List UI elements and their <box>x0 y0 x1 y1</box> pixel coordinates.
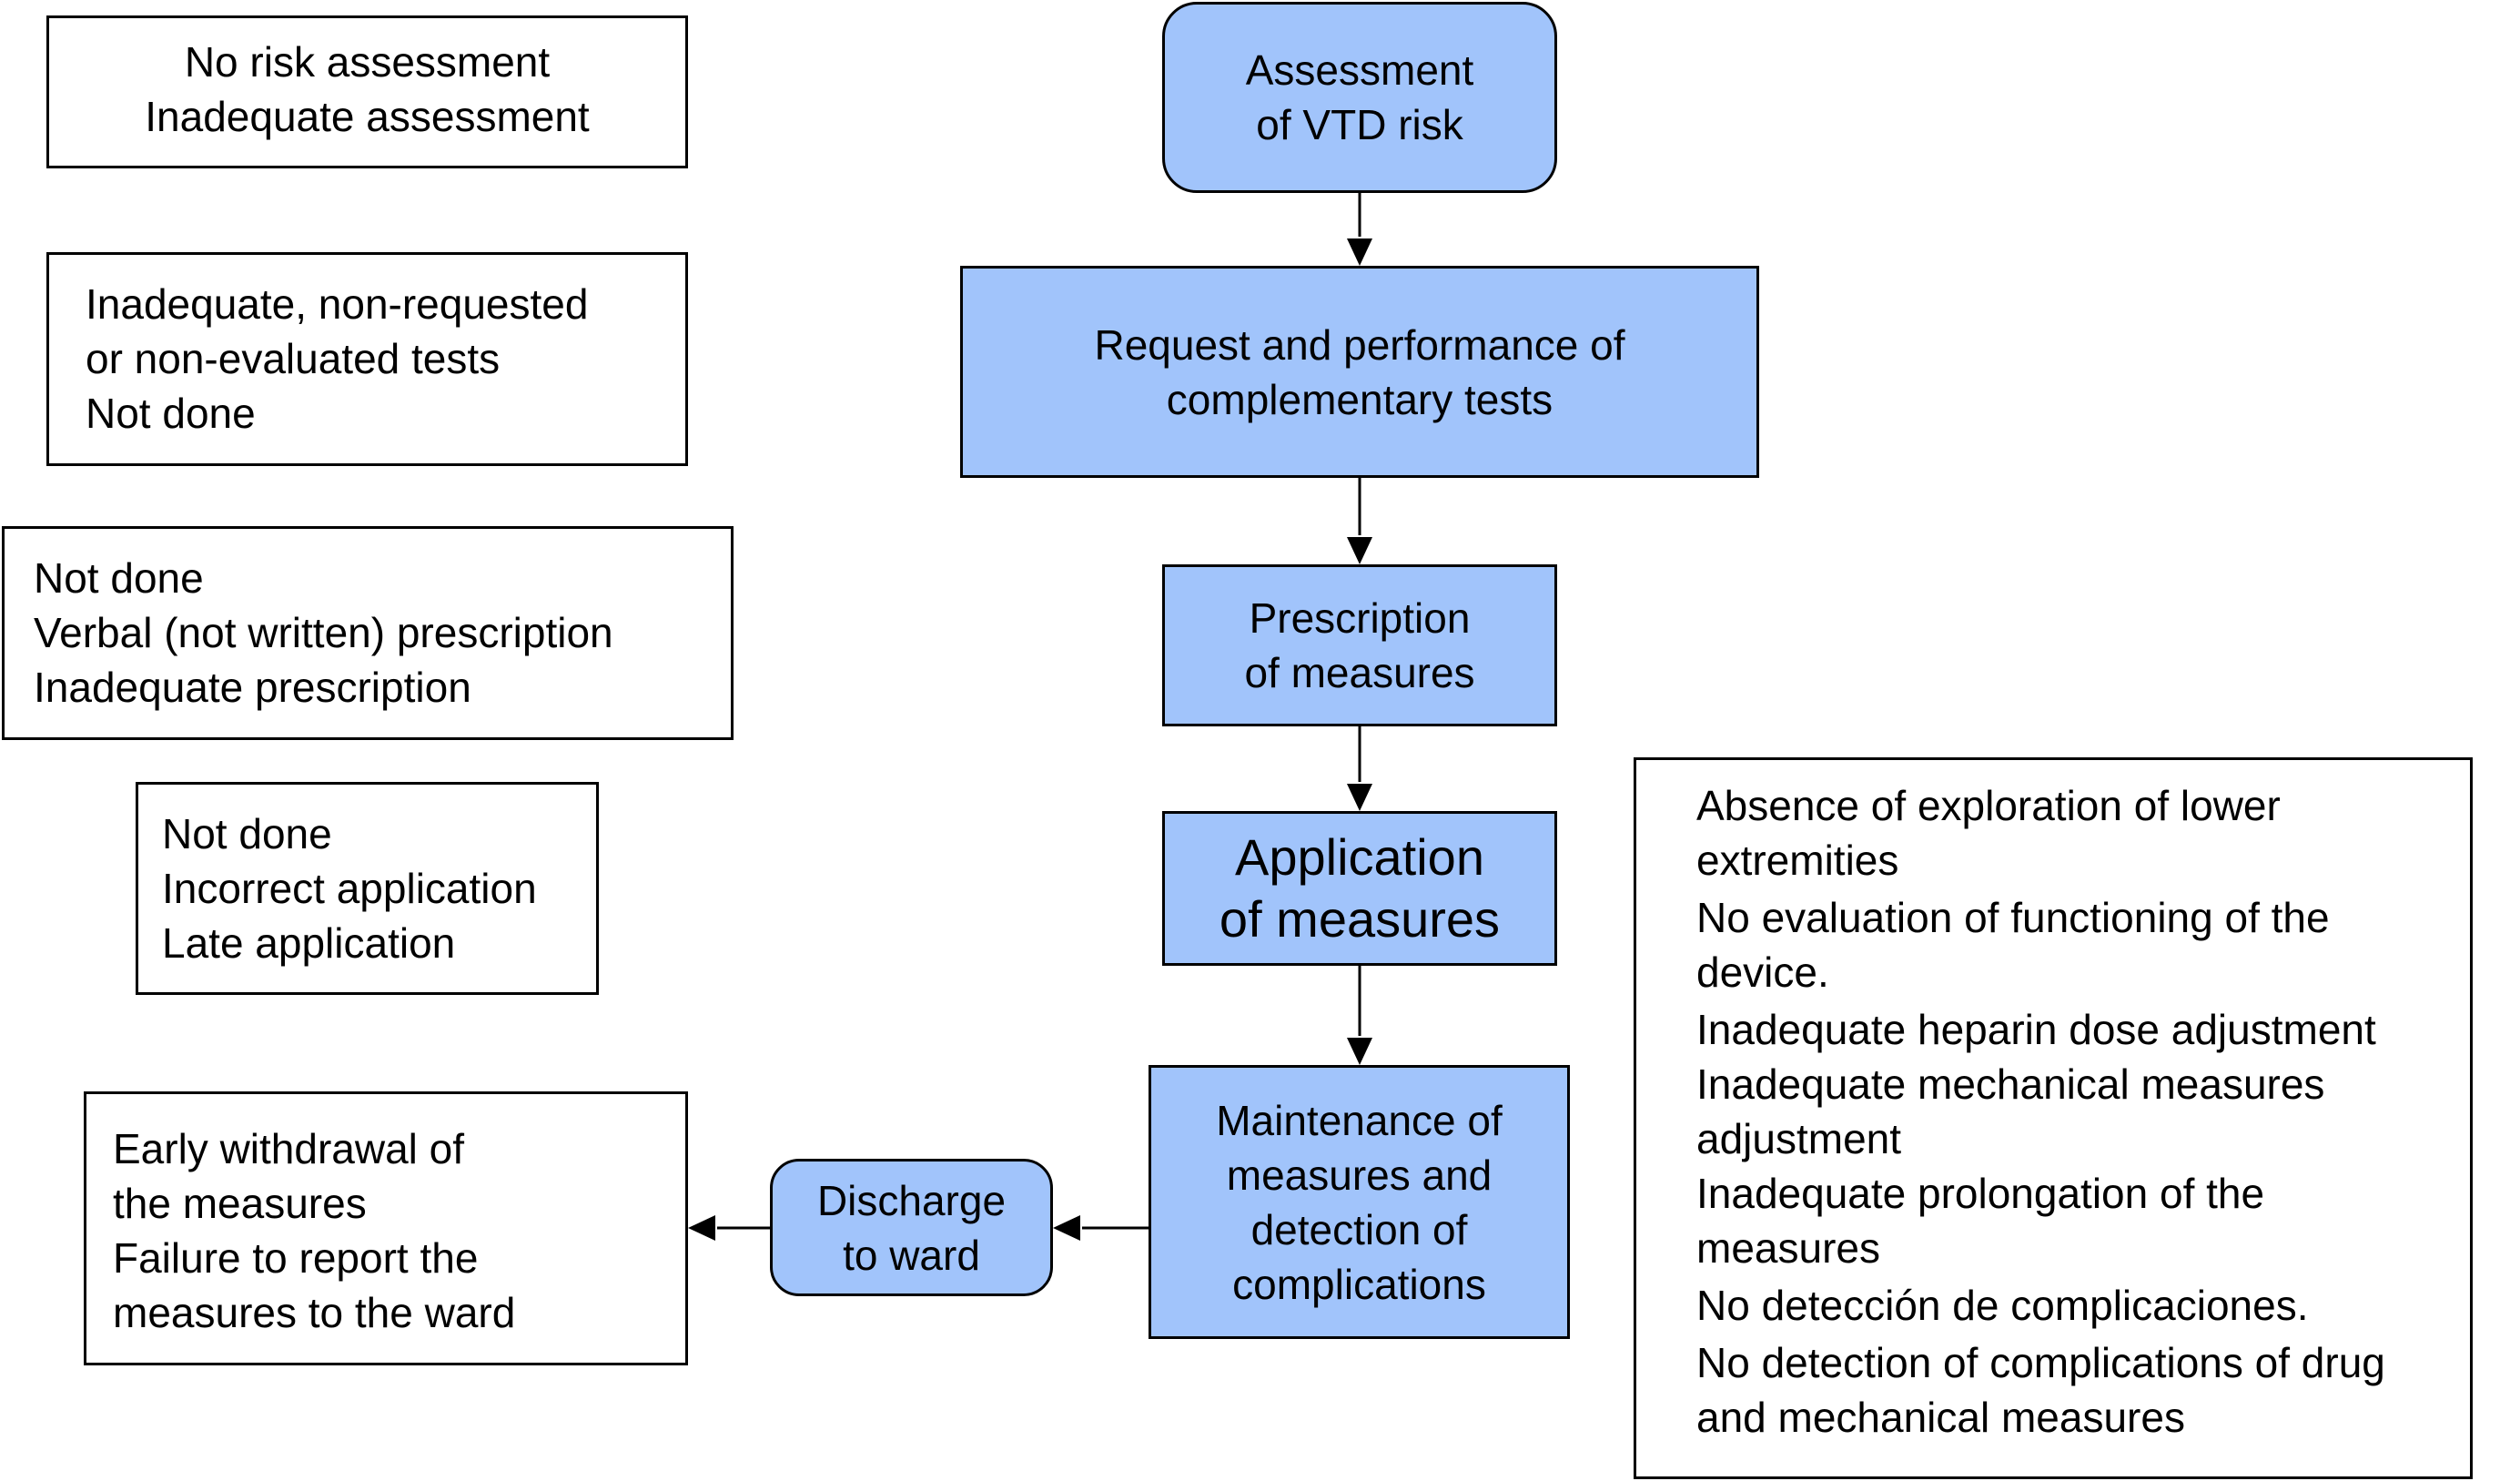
error-item: Verbal (not written) prescription <box>34 609 613 656</box>
error-item: Inadequate heparin dose adjustment <box>1696 1006 2376 1053</box>
errors-complementary-tests: Inadequate, non-requested or non-evaluat… <box>46 252 688 466</box>
errors-application: Not done Incorrect application Late appl… <box>136 782 599 995</box>
step-maintenance-line-2: measures and <box>1226 1151 1493 1199</box>
error-item: Inadequate assessment <box>145 93 590 140</box>
step-assessment-line-1: Assessment <box>1245 46 1474 94</box>
step-prescription-line-2: of measures <box>1244 649 1475 696</box>
step-maintenance-line-3: detection of <box>1250 1205 1468 1253</box>
arrowhead-prescription <box>1347 537 1372 564</box>
step-prescription-of-measures: Prescription of measures <box>1162 564 1557 726</box>
step-complementary-tests: Request and performance of complementary… <box>960 266 1759 478</box>
arrowhead-discharge-error <box>688 1215 715 1241</box>
step-tests-line-1: Request and performance of <box>1094 320 1625 369</box>
step-maintenance-line-1: Maintenance of <box>1216 1096 1503 1144</box>
step-tests-line-2: complementary tests <box>1166 375 1553 423</box>
step-discharge-line-1: Discharge <box>816 1176 1007 1224</box>
error-item: No detection of complications of drug an… <box>1696 1339 2385 1441</box>
step-discharge-line-2: to ward <box>843 1231 980 1279</box>
error-item: Inadequate prolongation of the measures <box>1696 1170 2265 1272</box>
errors-prescription: Not done Verbal (not written) prescripti… <box>2 526 734 740</box>
error-item: No evaluation of functioning of the devi… <box>1696 894 2330 996</box>
errors-discharge: Early withdrawal of the measures Failure… <box>84 1091 688 1365</box>
errors-maintenance: Absence of exploration of lower extremit… <box>1634 757 2473 1479</box>
step-application-of-measures: Application of measures <box>1162 811 1557 966</box>
error-item: Absence of exploration of lower extremit… <box>1696 782 2281 884</box>
step-assessment-line-2: of VTD risk <box>1256 101 1463 148</box>
error-item: Inadequate prescription <box>34 664 471 711</box>
step-assessment-of-vtd-risk: Assessment of VTD risk <box>1162 2 1557 193</box>
error-item: Not done <box>86 390 256 437</box>
step-maintenance-and-detection: Maintenance of measures and detection of… <box>1149 1065 1570 1339</box>
error-item: Inadequate, non-requested <box>86 280 589 328</box>
step-discharge-to-ward: Discharge to ward <box>770 1159 1053 1296</box>
error-item: Not done <box>162 810 332 857</box>
error-item: Early withdrawal of <box>113 1125 465 1172</box>
error-item: Late application <box>162 919 456 967</box>
error-item: the measures <box>113 1180 367 1227</box>
step-maintenance-line-4: complications <box>1232 1260 1486 1308</box>
arrowhead-application <box>1347 784 1372 811</box>
errors-assessment: No risk assessment Inadequate assessment <box>46 15 688 168</box>
error-item: No detección de complicaciones. <box>1696 1282 2309 1329</box>
error-item: or non-evaluated tests <box>86 335 501 382</box>
error-item: Failure to report the <box>113 1234 479 1282</box>
error-item: Not done <box>34 554 204 602</box>
arrowhead-tests <box>1347 238 1372 266</box>
error-item: measures to the ward <box>113 1289 516 1336</box>
error-item: Inadequate mechanical measures adjustmen… <box>1696 1060 2325 1162</box>
error-item: Incorrect application <box>162 865 537 912</box>
step-application-line-1: Application <box>1235 828 1484 886</box>
step-application-line-2: of measures <box>1219 890 1501 948</box>
error-item: No risk assessment <box>184 38 551 86</box>
arrowhead-discharge <box>1053 1215 1080 1241</box>
arrowhead-maintenance <box>1347 1038 1372 1065</box>
step-prescription-line-1: Prescription <box>1249 594 1471 642</box>
